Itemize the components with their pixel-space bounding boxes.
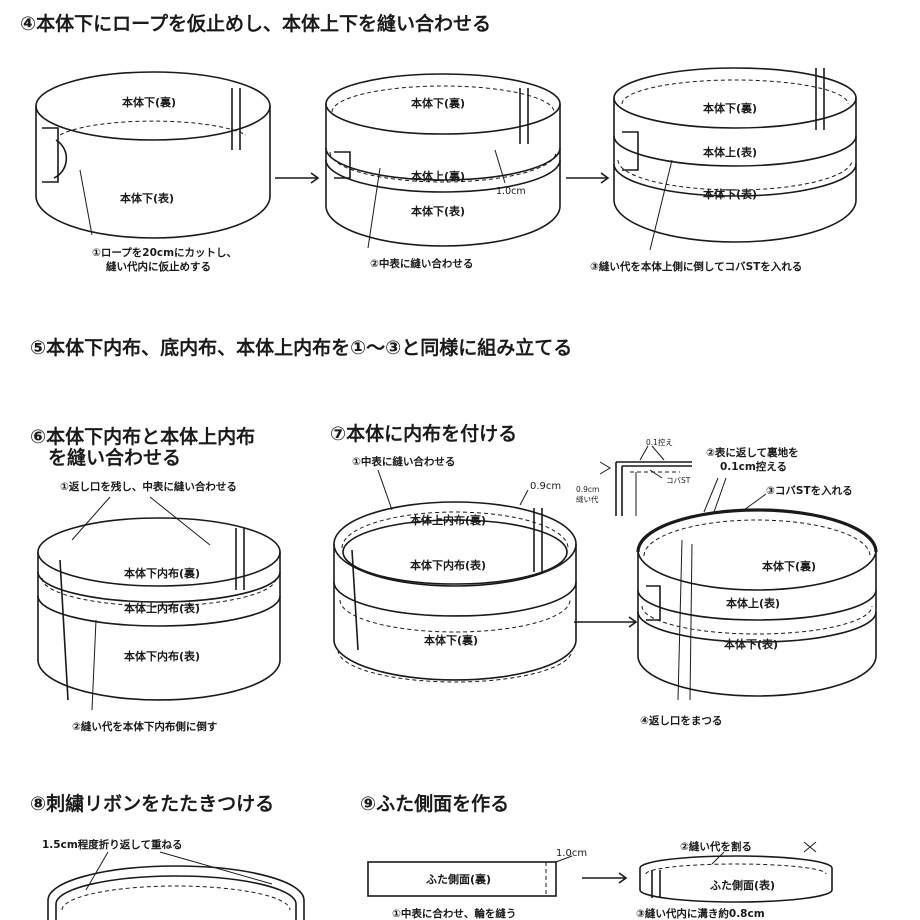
step9-figure-1: ふた側面(裏) 1.0cm ①中表に合わせ、輪を縫う	[367, 848, 587, 920]
step4-fig1-note-line2: 縫い代内に仮止めする	[106, 260, 211, 273]
step7-fig1-band-label: 本体上内布(裏)	[410, 513, 486, 527]
step6-band-label: 本体上内布(表)	[124, 601, 200, 615]
step7-seam-detail: 0.1控え 0.9cm 縫い代 コバST	[576, 437, 692, 516]
step7-figure-1: 本体上内布(裏) 本体下内布(表) 本体下(裏)	[333, 469, 577, 683]
arrow-head-icon	[310, 172, 320, 184]
step7-fig2-inner-label: 本体下(裏)	[762, 559, 816, 573]
step4-figure-3: 本体下(裏) 本体上(表) 本体下(表) ③縫い代を本体上側に倒してコバSTを入…	[590, 67, 857, 273]
step9-fig1-label: ふた側面(裏)	[426, 872, 491, 886]
step4-fig1-outer-label: 本体下(表)	[120, 191, 174, 205]
step6-figure: 本体下内布(裏) 本体上内布(表) 本体下内布(表)	[37, 496, 281, 711]
step7-detail-left-label1: 0.9cm	[576, 485, 599, 494]
step7-fig2-outer-label: 本体下(表)	[724, 637, 778, 651]
arrow-head-icon	[600, 172, 610, 184]
step8-note: 1.5cm程度折り返して重ねる	[42, 838, 182, 851]
step7-detail-right-label: コバST	[666, 476, 691, 485]
step7-detail-top-label: 0.1控え	[646, 437, 673, 447]
step9-fig2-note-bottom: ③縫い代内に溝き約0.8cm	[636, 907, 765, 920]
scissors-icon	[803, 841, 817, 853]
step4-title: ④本体下にロープを仮止めし、本体上下を縫い合わせる	[20, 12, 491, 35]
step7-fig1-measure: 0.9cm	[530, 481, 561, 492]
step4-figure-2: 本体下(裏) 本体上(裏) 本体下(表) 1.0cm ②中表に縫い合わせる	[325, 73, 561, 270]
step7-fig2-note1-line2: 0.1cm控える	[720, 460, 787, 473]
step5-title: ⑤本体下内布、底内布、本体上内布を①〜③と同様に組み立てる	[30, 336, 572, 359]
step6-outer-label: 本体下内布(表)	[124, 649, 200, 663]
step7-fig1-outer-label: 本体下(裏)	[424, 633, 478, 647]
step6-top-note: ①返し口を残し、中表に縫い合わせる	[60, 480, 237, 493]
step7-fig1-inner-label: 本体下内布(表)	[410, 558, 486, 572]
step4-fig2-note: ②中表に縫い合わせる	[370, 257, 473, 270]
step9-fig1-measure: 1.0cm	[556, 848, 587, 859]
step4-fig3-band-label: 本体上(表)	[703, 145, 757, 159]
step9-figure-2: ②縫い代を割る ふた側面(表) ③縫い代内に溝き約0.8cm	[636, 840, 833, 920]
step7-fig2-note2: ③コバSTを入れる	[766, 485, 853, 497]
step7-detail-left-label2: 縫い代	[576, 494, 599, 504]
step8-title: ⑧刺繍リボンをたたきつける	[30, 792, 274, 815]
step9-fig2-label: ふた側面(表)	[710, 878, 775, 892]
arrow-head-icon	[618, 872, 628, 884]
step4-fig2-measure: 1.0cm	[496, 186, 526, 197]
step4-fig2-inner-label: 本体下(裏)	[411, 96, 465, 110]
step9-fig1-note: ①中表に合わせ、輪を縫う	[392, 907, 516, 920]
step4-fig1-note-line1: ①ロープを20cmにカットし、	[92, 246, 237, 259]
step4-fig3-note: ③縫い代を本体上側に倒してコバSTを入れる	[590, 260, 802, 273]
step7-figure-2: 本体下(裏) 本体上(表) 本体下(表)	[636, 477, 878, 701]
step6-bottom-note: ②縫い代を本体下内布側に倒す	[72, 720, 217, 733]
step9-fig2-note-top: ②縫い代を割る	[680, 840, 752, 853]
arrow-head-icon	[628, 616, 638, 628]
step7-fig2-note1-line1: ②表に返して裏地を	[706, 446, 799, 459]
step4-fig3-inner-label: 本体下(裏)	[703, 101, 757, 115]
step7-title: ⑦本体に内布を付ける	[330, 422, 517, 445]
step4-fig1-inner-label: 本体下(裏)	[122, 95, 176, 109]
step4-fig2-outer-label: 本体下(表)	[411, 204, 465, 218]
step6-title-line2: を縫い合わせる	[48, 446, 181, 469]
step7-fig2-note3: ④返し口をまつる	[640, 714, 722, 727]
step7-fig2-band-label: 本体上(表)	[726, 596, 780, 610]
step6-title-line1: ⑥本体下内布と本体上内布	[30, 425, 255, 448]
step4-fig2-band-label: 本体上(裏)	[411, 169, 465, 183]
step9-title: ⑨ふた側面を作る	[360, 792, 509, 815]
step4-figure-1: 本体下(裏) 本体下(表) ①ロープを20cmにカットし、 縫い代内に仮止めする	[35, 71, 271, 273]
step7-fig1-note: ①中表に縫い合わせる	[352, 455, 455, 468]
step6-inner-label: 本体下内布(裏)	[124, 566, 200, 580]
step8-figure	[47, 851, 305, 920]
step4-fig3-outer-label: 本体下(表)	[703, 187, 757, 201]
